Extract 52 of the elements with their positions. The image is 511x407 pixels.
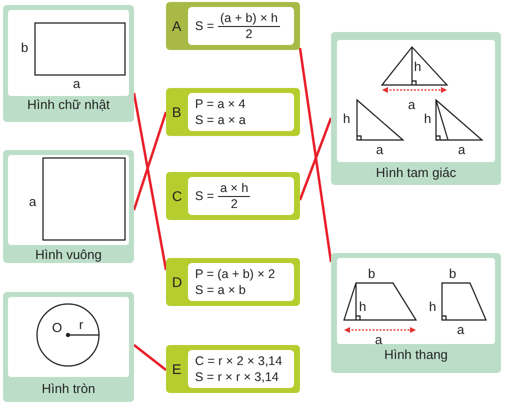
shape-card: [3, 150, 134, 263]
shape-card: [331, 253, 501, 373]
shape-name: Hình thang: [383, 347, 449, 362]
shape-name: Hình tròn: [40, 381, 96, 396]
shape-name: Hình chữ nhật: [26, 97, 111, 112]
shape-card: [331, 32, 501, 185]
variable-label: a: [73, 77, 80, 90]
variable-label: a: [375, 333, 382, 346]
fraction: (a + b) × h 2: [218, 10, 280, 42]
fraction: a × h 2: [218, 180, 250, 212]
formula-card: [166, 258, 300, 306]
formula-text: P = a × 4: [195, 96, 247, 112]
variable-label: r: [79, 318, 84, 331]
shape-name: Hình vuông: [34, 247, 103, 262]
option-letter: A: [172, 18, 182, 34]
variable-label: b: [449, 267, 456, 280]
connector-line: [298, 118, 332, 200]
shape-name: Hình tam giác: [374, 165, 458, 180]
variable-label: a: [408, 98, 416, 111]
shape-card: [3, 5, 134, 122]
connector-line: [132, 92, 168, 270]
connector-line: [133, 344, 167, 371]
variable-label: h: [429, 300, 436, 313]
variable-label: a: [457, 323, 464, 336]
formula-card: [166, 2, 300, 50]
variable-label: a: [458, 143, 466, 156]
variable-label: h: [424, 112, 432, 125]
variable-label: b: [368, 267, 376, 280]
variable-label: O: [52, 321, 62, 334]
variable-label: h: [343, 112, 350, 125]
variable-label: h: [414, 60, 422, 73]
connector-line: [298, 48, 332, 262]
variable-label: a: [376, 143, 384, 156]
formula-card: [166, 345, 300, 393]
variable-label: h: [359, 300, 366, 313]
formula-text: S =: [195, 189, 214, 203]
variable-label: b: [21, 41, 28, 54]
option-letter: B: [172, 104, 182, 120]
formula-text: C = r × 2 × 3,14: [195, 353, 284, 369]
shape-card: [3, 292, 134, 402]
formula-text: P = (a + b) × 2: [195, 266, 276, 282]
formula-card: [166, 172, 300, 220]
formula-text: S = r × r × 3,14: [195, 369, 280, 385]
formula-text: S =: [195, 19, 214, 33]
option-letter: C: [172, 188, 182, 204]
option-letter: D: [172, 274, 182, 290]
formula-text: S = a × b: [195, 282, 247, 298]
formula-text: S = a × a: [195, 112, 247, 128]
formula-card: [166, 88, 300, 136]
option-letter: E: [172, 361, 182, 377]
connector-line: [132, 112, 168, 210]
variable-label: a: [29, 195, 36, 208]
